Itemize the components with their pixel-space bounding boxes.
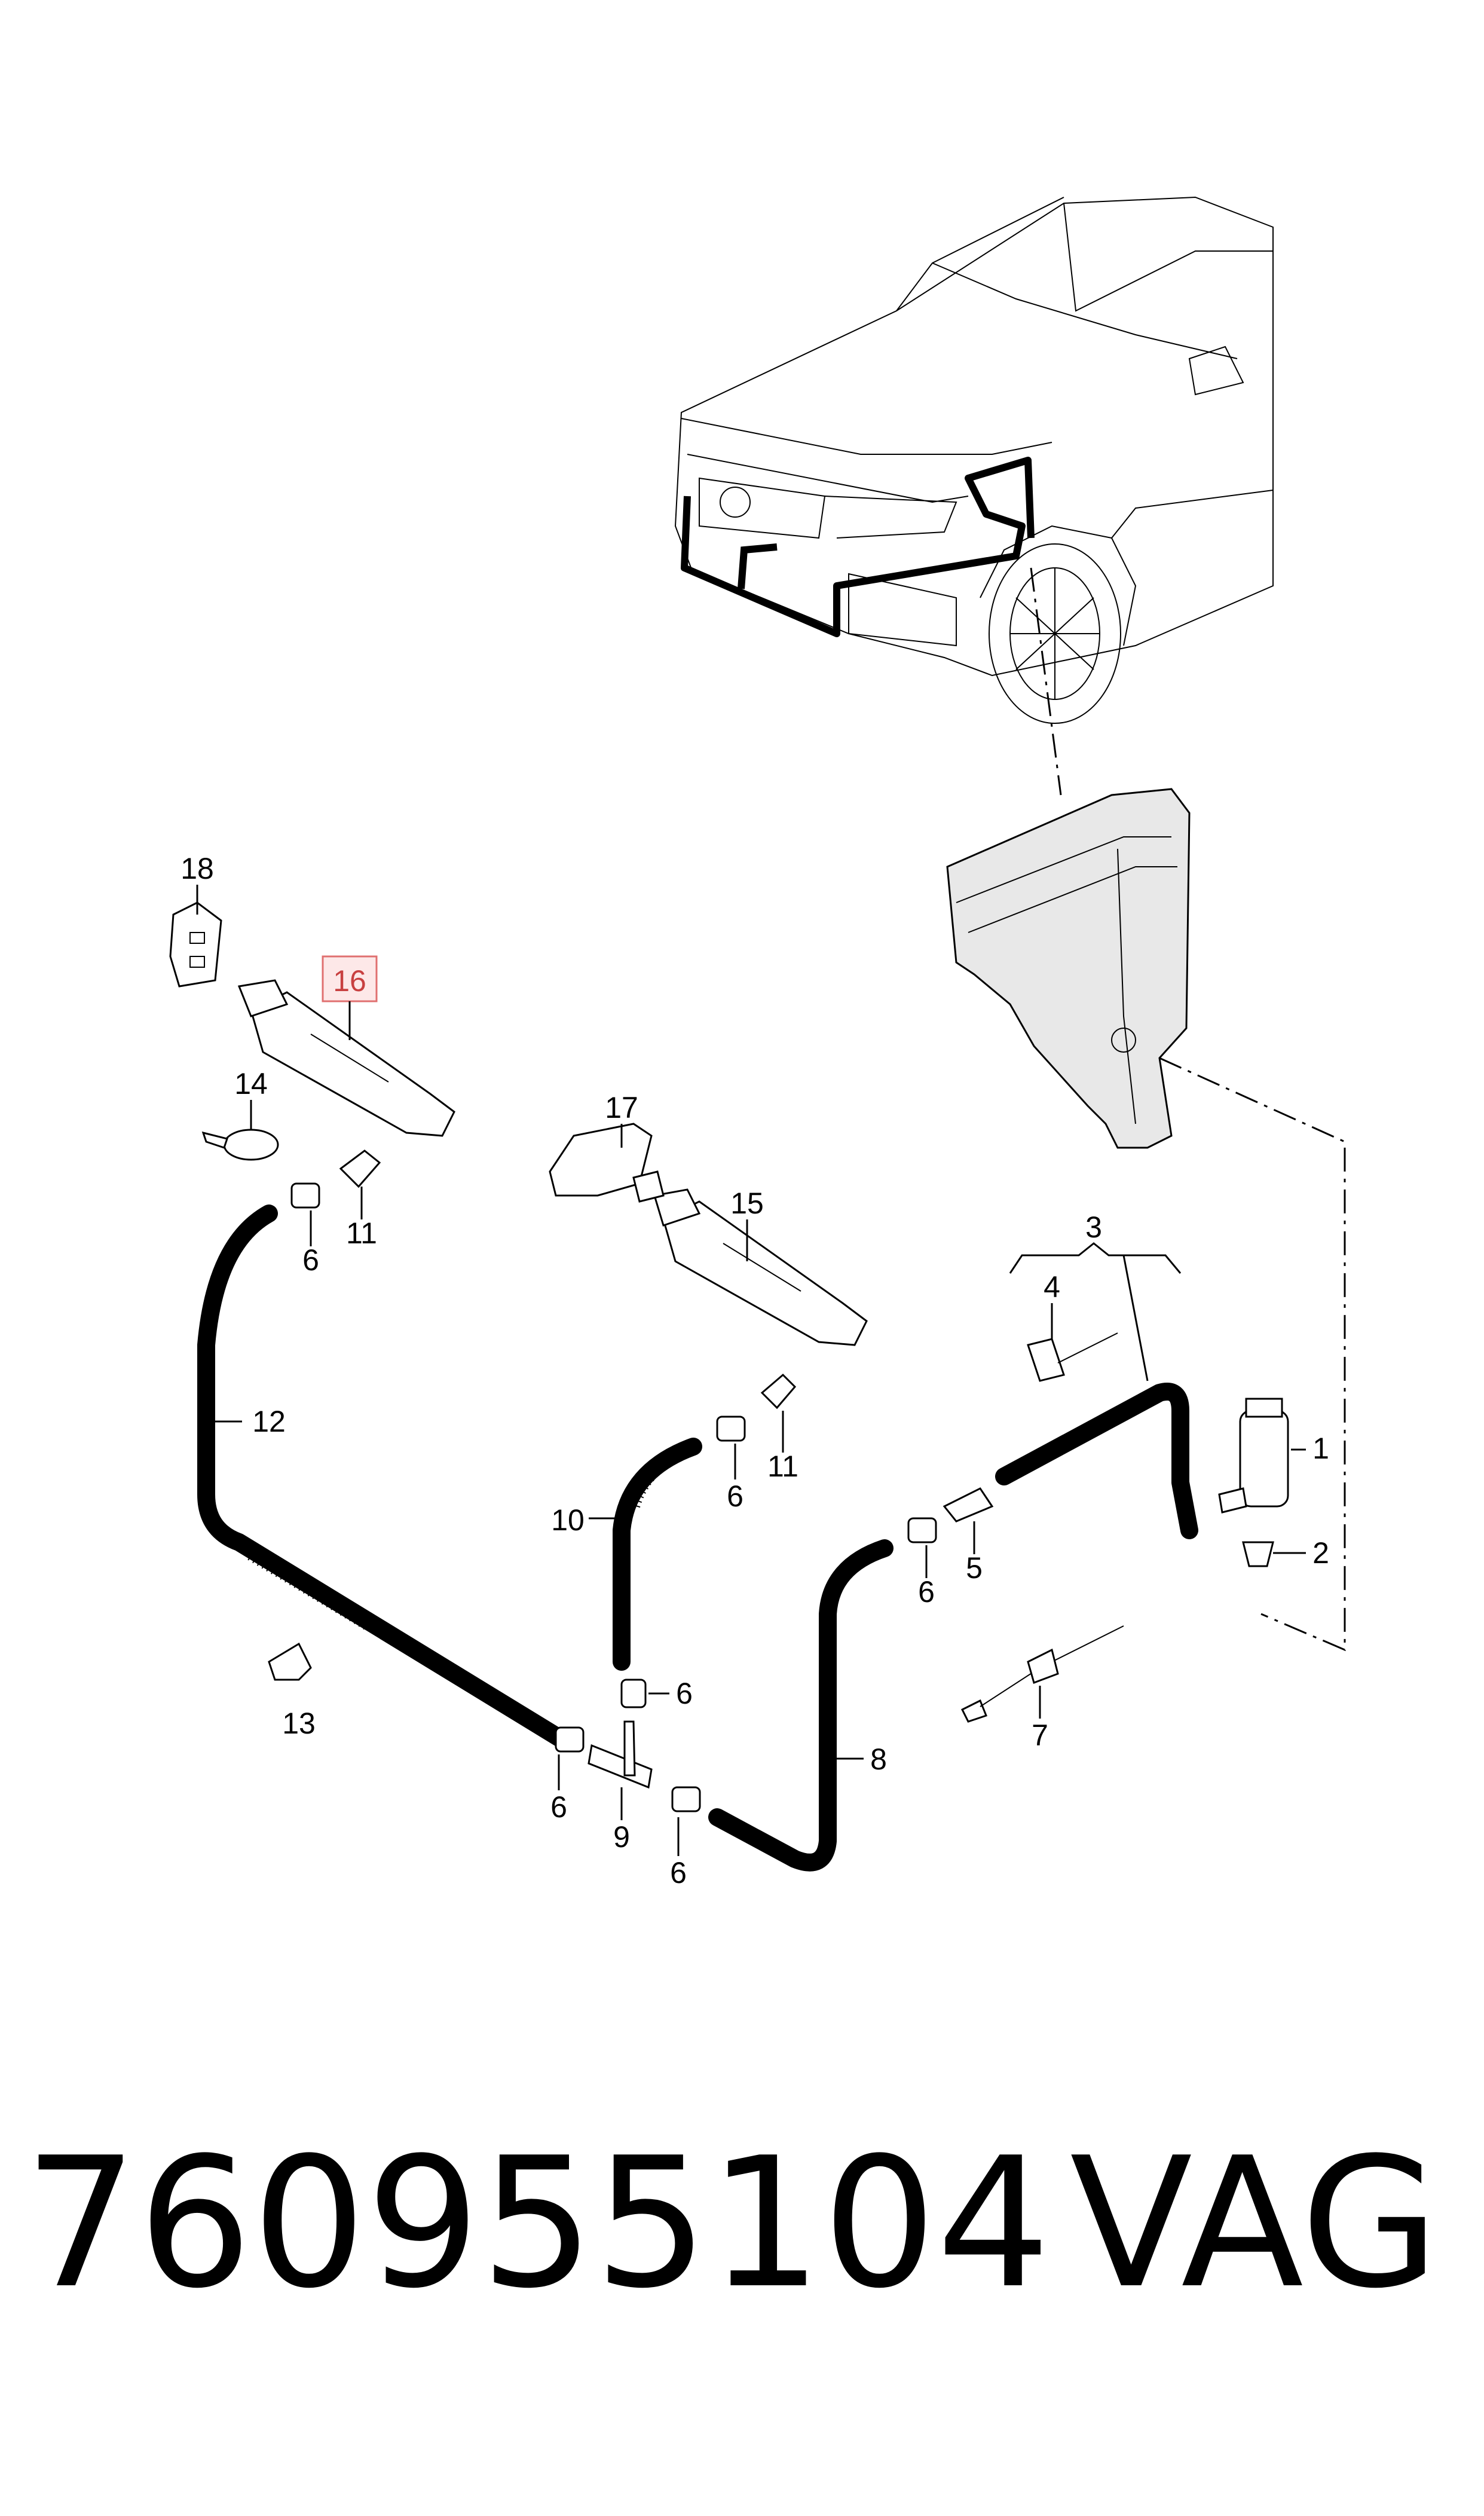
- cable-tie-7: [960, 1625, 1124, 1723]
- callout-bracket-3: [1009, 1242, 1182, 1274]
- callout-labels: 18 16 14 17 15 6 11 3 4 12 1 6 1: [180, 852, 1329, 1890]
- check-valve-5: [943, 1487, 994, 1523]
- callout-6: 6: [302, 1243, 319, 1277]
- callout-18: 18: [180, 852, 214, 885]
- brand-name: VAG: [1070, 2119, 1440, 2328]
- callout-9: 9: [613, 1820, 630, 1854]
- cap-17: [549, 1123, 665, 1203]
- hose-3: [995, 1383, 1198, 1539]
- callout-3: 3: [1085, 1210, 1102, 1244]
- connector-6: [620, 1679, 647, 1708]
- nozzle-11: [760, 1373, 797, 1410]
- callout-13: 13: [282, 1707, 316, 1740]
- part-number: 760955104: [24, 2119, 1051, 2328]
- callout-12: 12: [252, 1405, 286, 1438]
- hose-8: [708, 1539, 894, 1872]
- connector-6: [907, 1517, 937, 1543]
- t-piece-9: [588, 1720, 653, 1789]
- callout-6: 6: [918, 1575, 935, 1609]
- hose-12: [197, 1204, 571, 1748]
- callout-11: 11: [767, 1450, 798, 1483]
- holder-4: [1027, 1332, 1118, 1382]
- callout-17: 17: [605, 1091, 638, 1124]
- callout-6: 6: [727, 1479, 743, 1513]
- callout-4: 4: [1044, 1270, 1060, 1304]
- callout-1: 1: [1312, 1432, 1329, 1465]
- connector-6: [716, 1416, 746, 1442]
- nozzle-11: [339, 1150, 381, 1188]
- leader-line: [1159, 1057, 1346, 1652]
- washer-nozzle-15: [653, 1188, 868, 1346]
- bag-14: [201, 1129, 279, 1161]
- callout-14: 14: [234, 1067, 268, 1100]
- connector-6: [555, 1726, 585, 1753]
- washer-nozzle-16: [237, 979, 455, 1137]
- callout-6: 6: [670, 1856, 687, 1890]
- hose-10: [613, 1438, 702, 1671]
- highlight-box: [322, 955, 378, 1002]
- connector-6: [671, 1786, 701, 1812]
- callout-8: 8: [870, 1742, 887, 1776]
- grommet-2: [1242, 1541, 1274, 1567]
- callout-5: 5: [966, 1551, 983, 1585]
- connector-6: [290, 1182, 320, 1209]
- vehicle-illustration: [674, 196, 1274, 724]
- callout-10: 10: [551, 1503, 585, 1537]
- callout-2: 2: [1312, 1536, 1329, 1570]
- pump-1: [1218, 1398, 1289, 1514]
- callout-6: 6: [676, 1677, 693, 1710]
- leader-line: [1030, 567, 1062, 796]
- callout-15: 15: [730, 1187, 764, 1220]
- callout-11: 11: [346, 1216, 377, 1250]
- callout-16: 16: [333, 964, 366, 998]
- callout-6: 6: [550, 1790, 567, 1824]
- callout-7: 7: [1032, 1719, 1048, 1752]
- washer-fluid-reservoir: [946, 788, 1191, 1149]
- clip-13: [268, 1642, 312, 1681]
- bracket-18: [169, 901, 222, 988]
